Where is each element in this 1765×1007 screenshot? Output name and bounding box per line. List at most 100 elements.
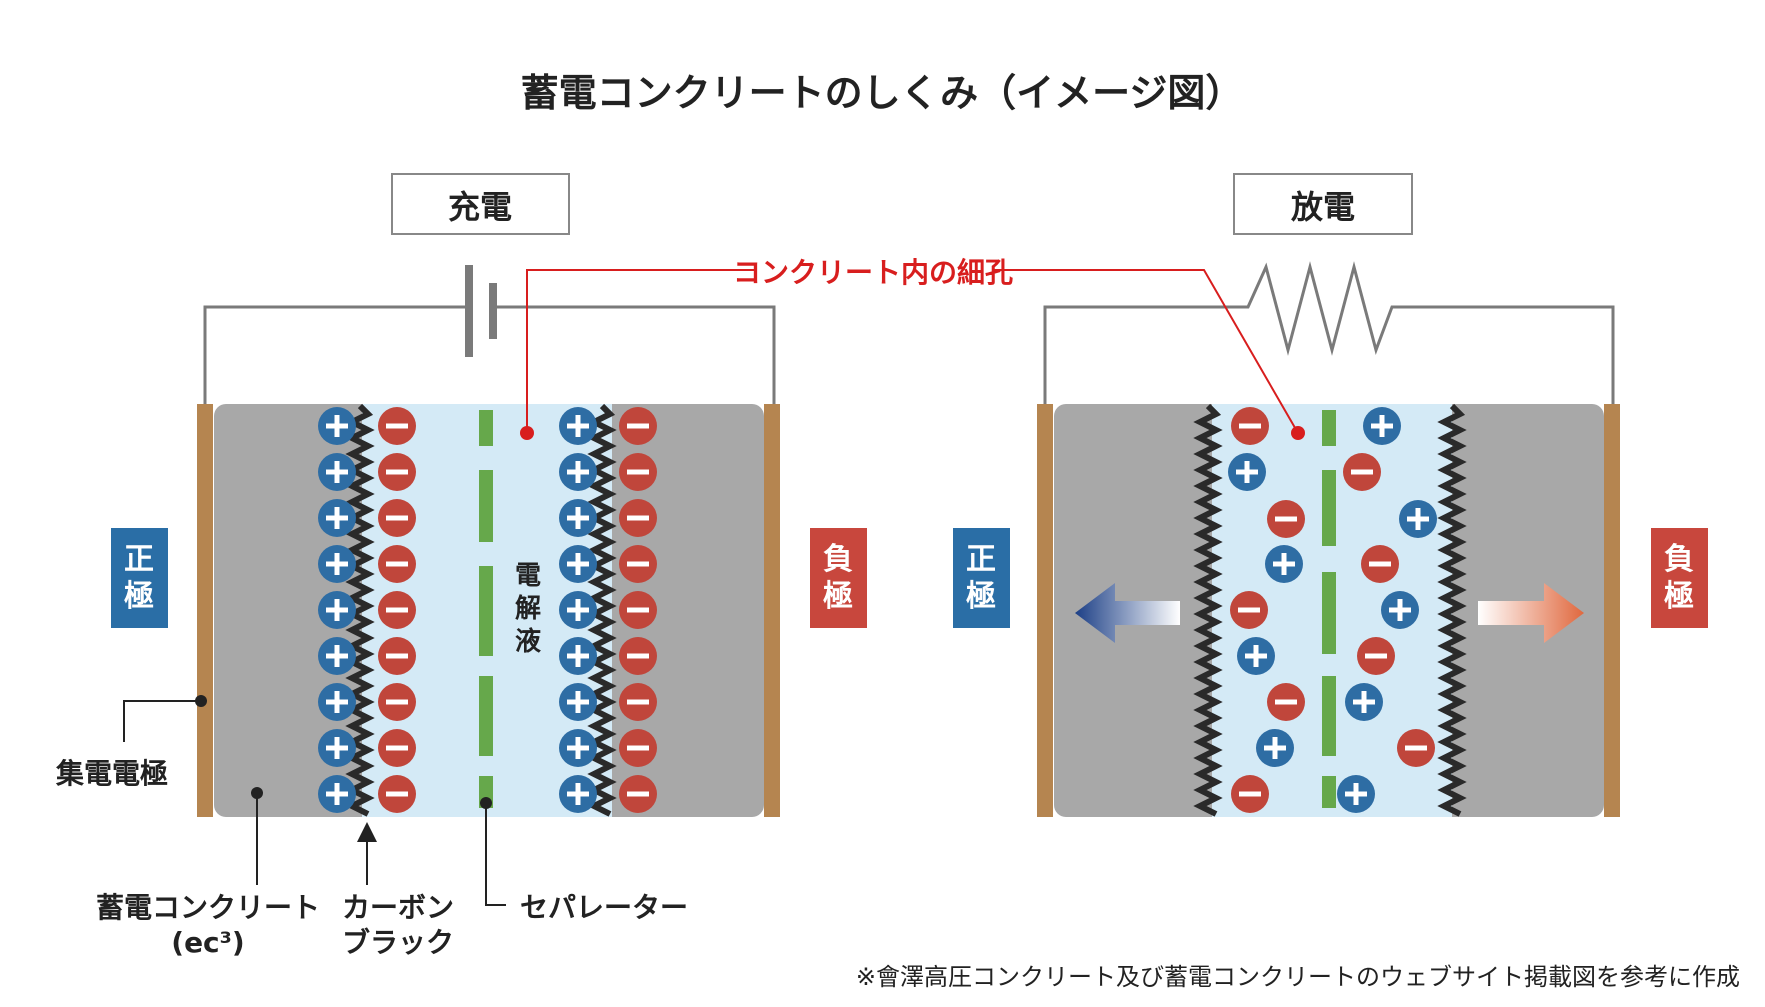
negative-ion-icon <box>1267 500 1305 538</box>
charge-ions <box>318 407 657 813</box>
page-title: 蓄電コンクリートのしくみ（イメージ図） <box>521 71 1244 115</box>
negative-ion-icon <box>619 499 657 537</box>
positive-ion-icon <box>559 637 597 675</box>
source-note: ※會澤高圧コンクリート及び蓄電コンクリートのウェブサイト掲載図を参考に作成 <box>856 963 1740 991</box>
discharge-positive-electrode-char1: 正 <box>966 542 996 577</box>
separator-dot <box>480 797 492 809</box>
separator-segment <box>1322 572 1336 654</box>
positive-ion-icon <box>1337 775 1375 813</box>
charge-label-box <box>391 173 570 235</box>
positive-ion-icon <box>318 637 356 675</box>
discharge-positive-electrode-char2: 極 <box>966 579 996 614</box>
negative-ion-icon <box>378 637 416 675</box>
negative-ion-icon <box>378 591 416 629</box>
charge-collector-left <box>197 404 213 817</box>
separator-label: セパレーター <box>520 891 688 924</box>
positive-ion-icon <box>1228 453 1266 491</box>
separator-segment <box>479 410 493 446</box>
positive-ion-icon <box>318 775 356 813</box>
charge-separator <box>479 410 493 808</box>
negative-ion-icon <box>378 729 416 767</box>
negative-ion-icon <box>1267 683 1305 721</box>
negative-ion-icon <box>1343 453 1381 491</box>
concrete-dot <box>251 787 263 799</box>
negative-ion-icon <box>1231 407 1269 445</box>
negative-ion-icon <box>1357 637 1395 675</box>
pore-dot-right <box>1291 426 1305 440</box>
positive-ion-icon <box>559 775 597 813</box>
pore-label: コンクリート内の細孔 <box>733 256 1013 289</box>
charge-label: 充電 <box>448 188 512 226</box>
charge-collector-right <box>764 404 780 817</box>
pore-callout: コンクリート内の細孔 <box>520 256 1305 440</box>
negative-ion-icon <box>619 453 657 491</box>
charge-negative-electrode-box <box>810 528 867 628</box>
carbon-arrow-head <box>357 822 377 842</box>
discharge-separator <box>1322 410 1336 808</box>
positive-ion-icon <box>559 545 597 583</box>
negative-ion-icon <box>378 453 416 491</box>
positive-ion-icon <box>1363 407 1401 445</box>
negative-ion-icon <box>619 683 657 721</box>
positive-ion-icon <box>1256 729 1294 767</box>
negative-ion-icon <box>619 775 657 813</box>
pore-leader-right <box>992 269 1299 434</box>
concrete-label: 蓄電コンクリート <box>96 891 320 924</box>
positive-ion-icon <box>1237 637 1275 675</box>
carbon-black-right <box>587 403 617 817</box>
charge-wire <box>203 305 776 406</box>
discharge-collector-right <box>1604 404 1620 817</box>
charge-positive-electrode-char2: 極 <box>124 579 154 614</box>
discharge-negative-electrode-char1: 負 <box>1664 542 1694 577</box>
carbon-label-1: カーボン <box>342 891 454 924</box>
negative-ion-icon <box>619 729 657 767</box>
positive-ion-icon <box>559 683 597 721</box>
negative-ion-icon <box>1397 729 1435 767</box>
negative-ion-icon <box>619 591 657 629</box>
separator-segment <box>1322 776 1336 808</box>
separator-segment <box>479 470 493 542</box>
discharge-label-box <box>1233 173 1413 235</box>
negative-ion-icon <box>378 499 416 537</box>
collector-label: 集電電極 <box>55 757 168 790</box>
discharge-negative-electrode-box <box>1651 528 1708 628</box>
negative-ion-icon <box>378 683 416 721</box>
negative-ion-icon <box>1231 775 1269 813</box>
separator-segment <box>1322 676 1336 756</box>
discharge-label: 放電 <box>1291 188 1355 226</box>
discharge-wire <box>1043 261 1615 406</box>
separator-segment <box>1322 410 1336 446</box>
positive-ion-icon <box>318 545 356 583</box>
discharge-panel: 放電 正 極 負 極 <box>953 173 1708 817</box>
separator-leader <box>485 803 506 906</box>
negative-ion-icon <box>378 545 416 583</box>
discharge-carbon-black-left <box>1193 403 1223 817</box>
positive-ion-icon <box>318 407 356 445</box>
positive-ion-icon <box>318 729 356 767</box>
positive-ion-icon <box>559 729 597 767</box>
collector-dot <box>195 695 207 707</box>
negative-ion-icon <box>378 407 416 445</box>
discharge-positive-electrode-box <box>953 528 1010 628</box>
positive-ion-icon <box>318 499 356 537</box>
charge-negative-electrode-char1: 負 <box>823 542 853 577</box>
positive-ion-icon <box>1381 591 1419 629</box>
electrolyte-char3: 液 <box>515 627 541 657</box>
left-arrow-icon <box>1075 583 1180 643</box>
positive-ion-icon <box>559 453 597 491</box>
concrete-sub-label: (ec³) <box>171 926 244 959</box>
positive-ion-icon <box>318 453 356 491</box>
negative-ion-icon <box>1361 545 1399 583</box>
right-arrow-icon <box>1478 583 1584 643</box>
negative-ion-icon <box>619 637 657 675</box>
discharge-collector-left <box>1037 404 1053 817</box>
collector-leader <box>123 700 201 742</box>
positive-ion-icon <box>559 591 597 629</box>
positive-ion-icon <box>1399 500 1437 538</box>
positive-ion-icon <box>559 499 597 537</box>
negative-ion-icon <box>619 407 657 445</box>
pore-leader-left <box>526 269 754 433</box>
carbon-black-left <box>345 403 375 817</box>
positive-ion-icon <box>1345 683 1383 721</box>
